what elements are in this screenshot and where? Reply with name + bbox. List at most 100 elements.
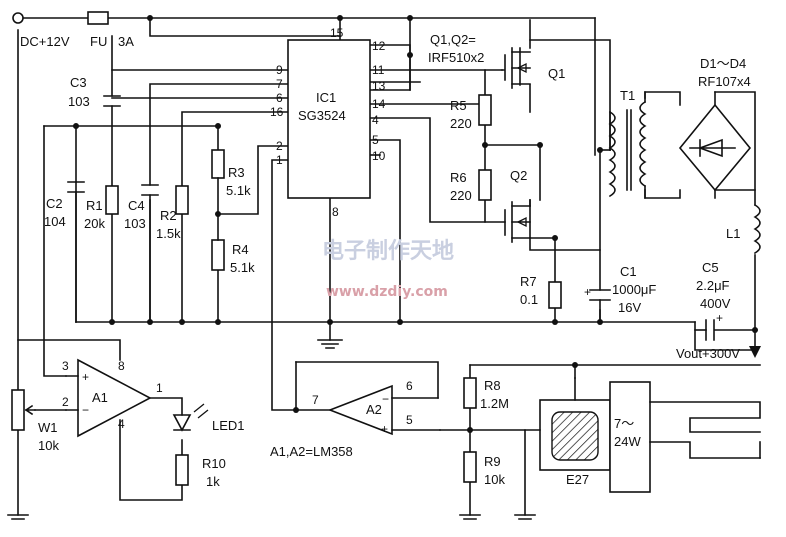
fuse-rating: 3A <box>118 34 134 49</box>
a2-name: A2 <box>366 402 382 417</box>
svg-text:1: 1 <box>276 153 283 167</box>
svg-text:2: 2 <box>276 139 283 153</box>
q2-name: Q2 <box>510 168 527 183</box>
svg-text:−: − <box>382 392 389 406</box>
mosfet-q1 <box>501 47 531 89</box>
resistor-r1 <box>105 185 119 215</box>
resistor-r4 <box>211 239 225 271</box>
svg-text:11: 11 <box>372 63 385 77</box>
bridge-rectifier <box>678 91 752 199</box>
a1-pin1: 1 <box>156 381 163 395</box>
svg-text:4: 4 <box>372 113 379 127</box>
resistor-r5 <box>478 94 492 126</box>
svg-text:+: + <box>381 422 388 436</box>
capacitor-c2 <box>67 181 85 323</box>
a1-pin4: 4 <box>118 417 125 431</box>
c4-value: 103 <box>124 216 146 231</box>
r7-name: R7 <box>520 274 537 289</box>
svg-text:7: 7 <box>276 77 283 91</box>
opamp-a1: + − <box>65 358 152 438</box>
a2-pin6: 6 <box>406 379 413 393</box>
output-label: Vout+300V <box>676 346 740 361</box>
r5-name: R5 <box>450 98 467 113</box>
svg-text:8: 8 <box>332 205 339 219</box>
r1-name: R1 <box>86 198 103 213</box>
svg-text:+: + <box>584 285 591 299</box>
r6-name: R6 <box>450 170 467 185</box>
w1-name: W1 <box>38 420 58 435</box>
svg-text:9: 9 <box>276 63 283 77</box>
diodes-part: RF107x4 <box>698 74 751 89</box>
svg-text:15: 15 <box>330 26 344 40</box>
r1-value: 20k <box>84 216 105 231</box>
c1-name: C1 <box>620 264 637 279</box>
supply-label: DC+12V <box>20 34 70 49</box>
c1-value: 1000μF <box>612 282 656 297</box>
mosfet-part: IRF510x2 <box>428 50 484 65</box>
output-arrow <box>749 346 761 358</box>
svg-text:−: − <box>82 403 89 417</box>
r4-name: R4 <box>232 242 249 257</box>
c1-voltage: 16V <box>618 300 641 315</box>
t1-label: T1 <box>620 88 635 103</box>
ic1-name: IC1 <box>316 90 336 105</box>
a2-pin5: 5 <box>406 413 413 427</box>
mosfet-note: Q1,Q2= <box>430 32 476 47</box>
r5-value: 220 <box>450 116 472 131</box>
a1-pin8: 8 <box>118 359 125 373</box>
resistor-r6 <box>478 169 492 201</box>
ground-symbols <box>7 339 536 520</box>
resistor-r7 <box>548 281 562 309</box>
r3-value: 5.1k <box>226 183 251 198</box>
capacitor-c5: + <box>694 311 723 341</box>
capacitor-c3 <box>103 95 121 107</box>
r10-value: 1k <box>206 474 220 489</box>
fuse-label: FU <box>90 34 107 49</box>
transformer-t1 <box>608 91 647 199</box>
r8-name: R8 <box>484 378 501 393</box>
cfl-lamp <box>524 377 761 493</box>
ic1-body <box>287 39 371 199</box>
inductor-l1 <box>753 203 761 255</box>
svg-text:16: 16 <box>270 105 284 119</box>
led1-label: LED1 <box>212 418 245 433</box>
diodes-label: D1～D4 <box>700 56 746 71</box>
watermark-cn: 电子制作天地 <box>322 239 454 264</box>
resistor-r2 <box>175 185 189 215</box>
r4-value: 5.1k <box>230 260 255 275</box>
lamp-socket: E27 <box>566 472 589 487</box>
q1-name: Q1 <box>548 66 565 81</box>
r8-value: 1.2M <box>480 396 509 411</box>
capacitor-c1: + <box>584 285 611 323</box>
fuse <box>87 11 109 25</box>
resistor-r3 <box>211 149 225 179</box>
r7-value: 0.1 <box>520 292 538 307</box>
c3-name: C3 <box>70 75 87 90</box>
c4-name: C4 <box>128 198 145 213</box>
ic1-pin-numbers: 15 12 11 13 14 4 5 10 9 7 6 16 2 1 8 <box>270 26 386 219</box>
a2-pin7: 7 <box>312 393 319 407</box>
mosfet-q2 <box>504 199 531 243</box>
lamp-watt: 24W <box>614 434 641 449</box>
c2-name: C2 <box>46 196 63 211</box>
ic1-part: SG3524 <box>298 108 346 123</box>
svg-text:+: + <box>716 311 723 325</box>
a1-name: A1 <box>92 390 108 405</box>
led1 <box>172 403 209 432</box>
r2-value: 1.5k <box>156 226 181 241</box>
capacitor-c4 <box>141 184 159 323</box>
a1-pin3: 3 <box>62 359 69 373</box>
a1-pin2: 2 <box>62 395 69 409</box>
c5-value: 2.2μF <box>696 278 730 293</box>
r10-name: R10 <box>202 456 226 471</box>
r3-name: R3 <box>228 165 245 180</box>
r6-value: 220 <box>450 188 472 203</box>
lamp-rating: 7～ <box>614 416 634 431</box>
opamp-part-note: A1,A2=LM358 <box>270 444 353 459</box>
resistor-r10 <box>175 454 189 486</box>
svg-text:5: 5 <box>372 133 379 147</box>
svg-text:13: 13 <box>372 79 386 93</box>
svg-text:10: 10 <box>372 149 386 163</box>
l1-label: L1 <box>726 226 740 241</box>
